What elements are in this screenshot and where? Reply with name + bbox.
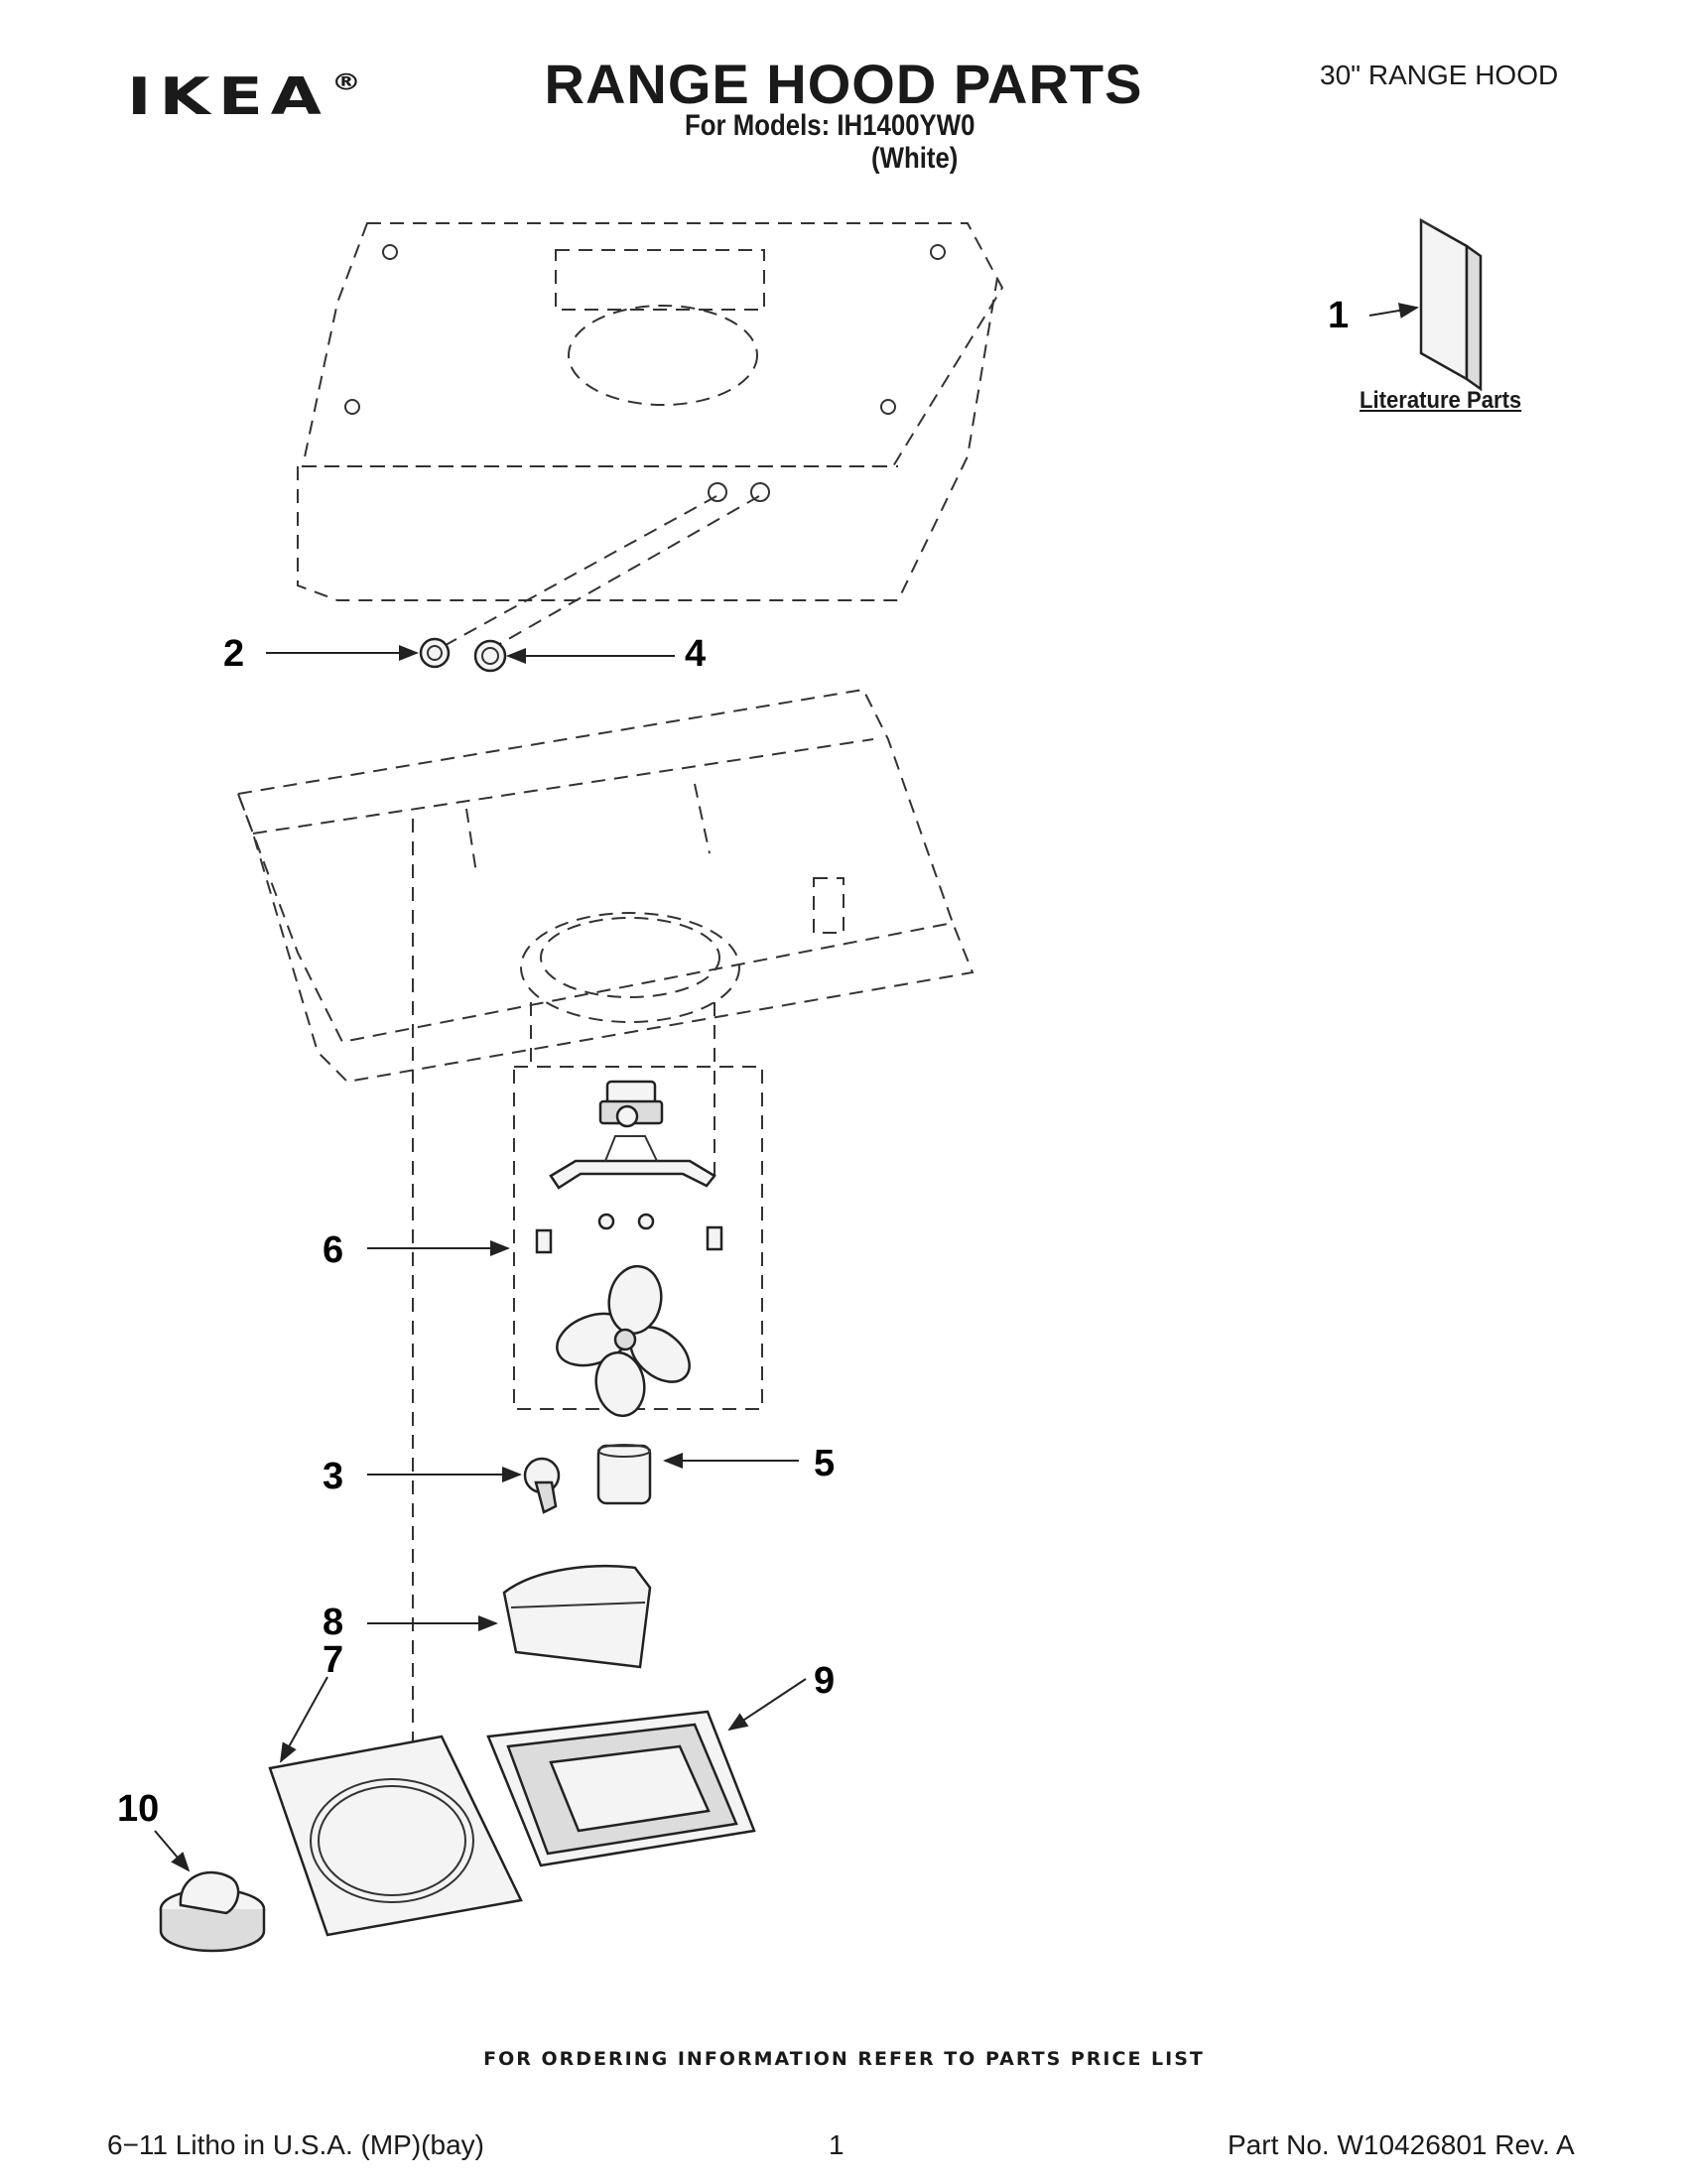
- hood-top-housing: [297, 222, 1004, 601]
- literature-parts-label: Literature Parts: [1360, 387, 1522, 414]
- callout-10-arrow: [154, 1830, 191, 1872]
- callout-8-number: 8: [323, 1602, 343, 1643]
- fan-blade: [556, 1264, 691, 1418]
- literature-booklet: [1419, 217, 1483, 392]
- part-10-knob: [159, 1870, 266, 1953]
- registered-mark: ®: [330, 68, 361, 96]
- part-3-knob: [523, 1457, 561, 1514]
- callout-9-arrow: [727, 1678, 807, 1732]
- callout-2-number: 2: [223, 633, 244, 675]
- callout-3-number: 3: [323, 1456, 343, 1497]
- models-line: For Models: IH1400YW0: [685, 109, 975, 142]
- bracket-screws: [535, 1213, 723, 1254]
- hood-size-label: 30" RANGE HOOD: [1320, 60, 1559, 90]
- callout-7-number: 7: [323, 1639, 343, 1681]
- color-line: (White): [871, 142, 959, 175]
- hood-lower-housing: [236, 688, 974, 1084]
- callout-1-number: 1: [1328, 295, 1349, 336]
- callout-4-number: 4: [685, 633, 706, 675]
- callout-6-number: 6: [323, 1229, 343, 1271]
- callout-10-number: 10: [117, 1788, 159, 1830]
- callout-9-number: 9: [814, 1660, 835, 1702]
- page-title: RANGE HOOD PARTS: [544, 53, 1143, 115]
- part-4-leader: [488, 495, 760, 651]
- part-9-lens: [486, 1710, 756, 1867]
- part-4-grommet: [473, 639, 507, 673]
- callout-7-arrow: [280, 1676, 328, 1763]
- part-8-light-shield: [502, 1565, 652, 1669]
- ikea-logo: IKEA®: [127, 71, 361, 122]
- litho-info: 6−11 Litho in U.S.A. (MP)(bay): [107, 2129, 484, 2160]
- part-5-cover: [596, 1444, 652, 1505]
- part-2-grommet: [419, 637, 451, 669]
- motor-bracket: [549, 1135, 716, 1190]
- logo-text: IKEA: [127, 66, 329, 127]
- part-7-filter-panel: [268, 1734, 523, 1937]
- part-2-leader: [436, 495, 717, 651]
- callout-1-arrow: [1368, 303, 1419, 319]
- page-number: 1: [829, 2129, 844, 2160]
- ordering-note: FOR ORDERING INFORMATION REFER TO PARTS …: [483, 2048, 1205, 2070]
- callout-5-number: 5: [814, 1443, 835, 1484]
- fan-motor: [598, 1080, 664, 1128]
- part-number: Part No. W10426801 Rev. A: [1228, 2129, 1575, 2160]
